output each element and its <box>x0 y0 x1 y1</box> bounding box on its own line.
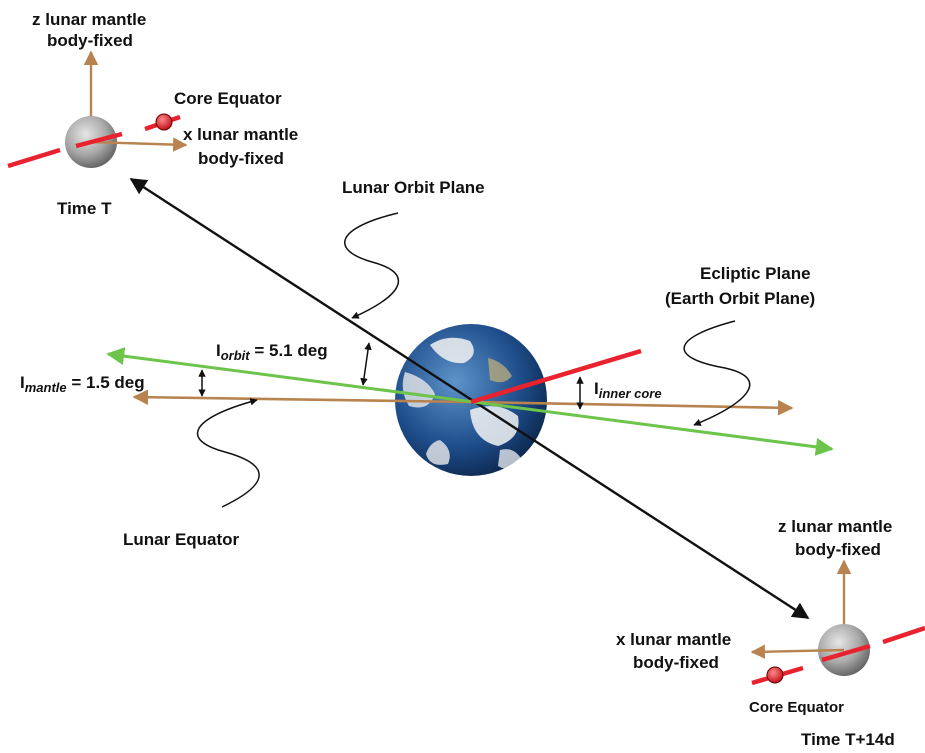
moon-time-t14d <box>750 559 925 686</box>
i-orbit-angle-marker <box>360 342 372 386</box>
x-mantle-bottom-label-2: body-fixed <box>633 653 719 672</box>
x-axis-top-arrow <box>90 137 188 152</box>
core-equator-bottom-label: Core Equator <box>749 699 844 716</box>
x-mantle-top-label-1: x lunar mantle <box>183 125 298 144</box>
mantle-equator-bottom-segment <box>882 625 925 645</box>
i-inner-core-label: Iinner core <box>594 379 662 401</box>
z-mantle-bottom-label-2: body-fixed <box>795 540 881 559</box>
ecliptic-plane-label-2: (Earth Orbit Plane) <box>665 289 815 308</box>
lunar-orbit-plane-label: Lunar Orbit Plane <box>342 178 485 197</box>
lunar-equator-label: Lunar Equator <box>123 530 240 549</box>
lunar-orbit-plane-leader <box>344 212 400 319</box>
ecliptic-plane-line <box>106 347 834 456</box>
z-mantle-bottom-label-1: z lunar mantle <box>778 517 892 536</box>
z-mantle-top-label-2: body-fixed <box>47 31 133 50</box>
x-mantle-top-label-2: body-fixed <box>198 149 284 168</box>
core-equator-top-label: Core Equator <box>174 89 282 108</box>
time-t14d-label: Time T+14d <box>801 730 895 749</box>
core-dot-bottom <box>766 666 784 684</box>
inner-core-equator-line <box>470 348 642 405</box>
lunar-equator-leader <box>196 398 260 508</box>
mantle-equator-top-segment <box>7 147 61 169</box>
core-dot-top <box>155 113 173 131</box>
x-mantle-bottom-label-1: x lunar mantle <box>616 630 731 649</box>
ecliptic-plane-label-1: Ecliptic Plane <box>700 264 811 283</box>
x-axis-bottom-arrow <box>750 644 845 659</box>
moon-time-t <box>7 50 188 169</box>
mantle-equator-top-through <box>75 131 123 149</box>
i-mantle-label: Imantle = 1.5 deg <box>20 373 145 395</box>
time-t-label: Time T <box>57 199 112 218</box>
ecliptic-plane-leader <box>683 320 751 426</box>
i-orbit-label: Iorbit = 5.1 deg <box>216 341 328 363</box>
mantle-equator-bottom-through <box>821 643 871 663</box>
z-mantle-top-label-1: z lunar mantle <box>32 10 146 29</box>
